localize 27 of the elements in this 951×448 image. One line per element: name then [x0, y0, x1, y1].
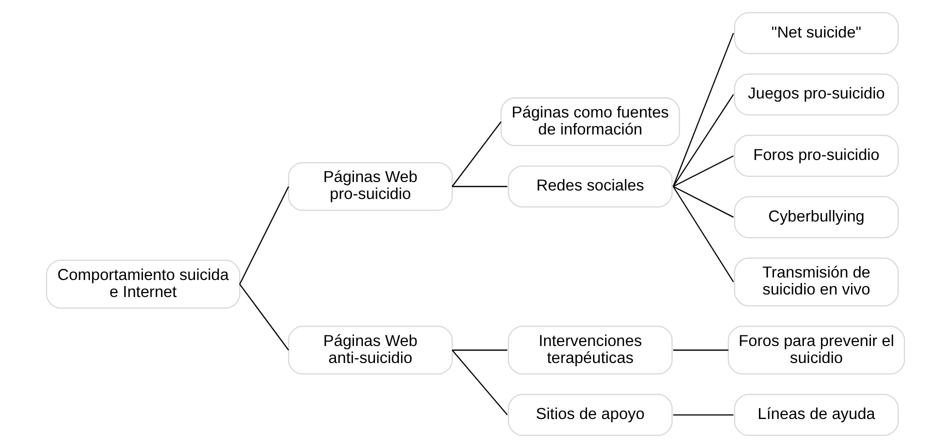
node-box: Páginas como fuentes de información: [500, 97, 680, 146]
connector: [672, 94, 734, 187]
connector: [452, 121, 502, 187]
connector: [672, 186, 734, 218]
node-box: Páginas Web anti-suicidio: [288, 326, 453, 375]
connector: [672, 155, 734, 187]
node-box: Redes sociales: [508, 165, 673, 208]
connector: [452, 350, 508, 416]
connector: [452, 350, 508, 351]
connector: [673, 414, 734, 416]
connector: [239, 284, 290, 350]
node-box: Cyberbullying: [734, 196, 899, 238]
node-box: "Net suicide": [734, 12, 899, 54]
node-box: Foros pro-suicidio: [734, 134, 899, 177]
node-box: Intervenciones terapéuticas: [508, 326, 673, 375]
node-box: Transmisión de suicidio en vivo: [734, 258, 899, 306]
connector: [673, 350, 728, 351]
node-box: Foros para prevenir el suicidio: [728, 326, 906, 375]
node-box: Juegos pro-suicidio: [734, 73, 899, 116]
node-box: Páginas Web pro-suicidio: [288, 162, 453, 211]
node-box: Líneas de ayuda: [734, 394, 899, 436]
connector: [239, 186, 290, 284]
node-box: Sitios de apoyo: [508, 394, 673, 436]
node-box: Comportamiento suicida e Internet: [46, 260, 240, 309]
connector: [452, 186, 508, 188]
connector: [672, 32, 734, 187]
connector: [672, 186, 734, 282]
